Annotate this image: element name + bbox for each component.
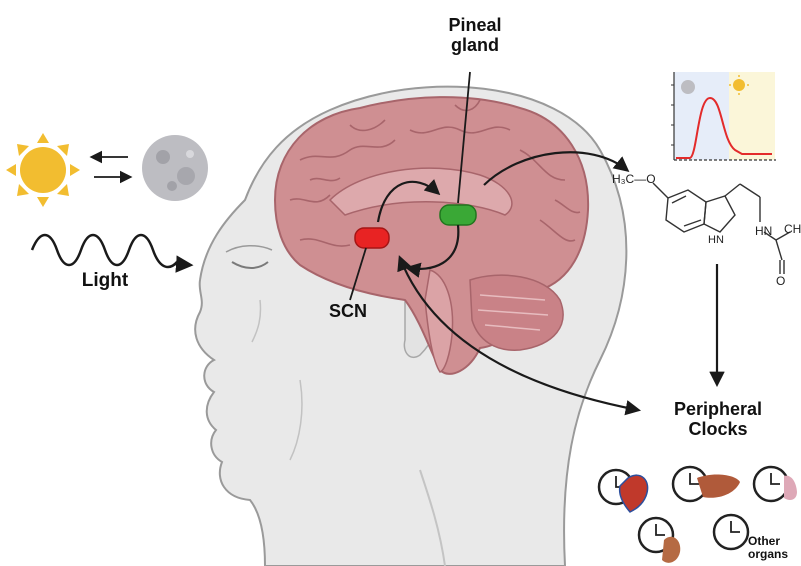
pineal-label-line1: Pineal bbox=[440, 16, 510, 36]
light-wave-icon bbox=[32, 235, 177, 267]
pineal-label-line2: gland bbox=[440, 36, 510, 56]
clock-icon bbox=[754, 467, 788, 501]
pineal-marker bbox=[440, 205, 476, 225]
clock-icon bbox=[714, 515, 748, 549]
melatonin-rhythm-chart bbox=[671, 72, 776, 160]
peripheral-clocks-label: Peripheral Clocks bbox=[655, 400, 781, 440]
peripheral-label-line1: Peripheral bbox=[655, 400, 781, 420]
other-organs-label: Other organs bbox=[748, 535, 801, 561]
kidney-icon bbox=[662, 537, 680, 563]
methyl-label: CH₃ bbox=[784, 222, 801, 236]
amide-nh-label: HN bbox=[755, 224, 772, 238]
liver-icon bbox=[697, 475, 740, 498]
carbonyl-o-label: O bbox=[776, 274, 785, 288]
methoxy-label: H₃C—O bbox=[612, 172, 656, 186]
peripheral-label-line2: Clocks bbox=[655, 420, 781, 440]
lungs-icon bbox=[784, 476, 797, 500]
scn-marker bbox=[355, 228, 389, 248]
indole-nh-label: HN bbox=[708, 234, 724, 246]
moon-icon bbox=[142, 135, 208, 201]
other-label-line2: organs bbox=[748, 548, 801, 561]
scn-label: SCN bbox=[318, 302, 378, 322]
light-label: Light bbox=[70, 271, 140, 292]
pineal-gland-label: Pineal gland bbox=[440, 16, 510, 56]
chart-moon-icon bbox=[681, 80, 695, 94]
sun-icon bbox=[6, 133, 80, 207]
